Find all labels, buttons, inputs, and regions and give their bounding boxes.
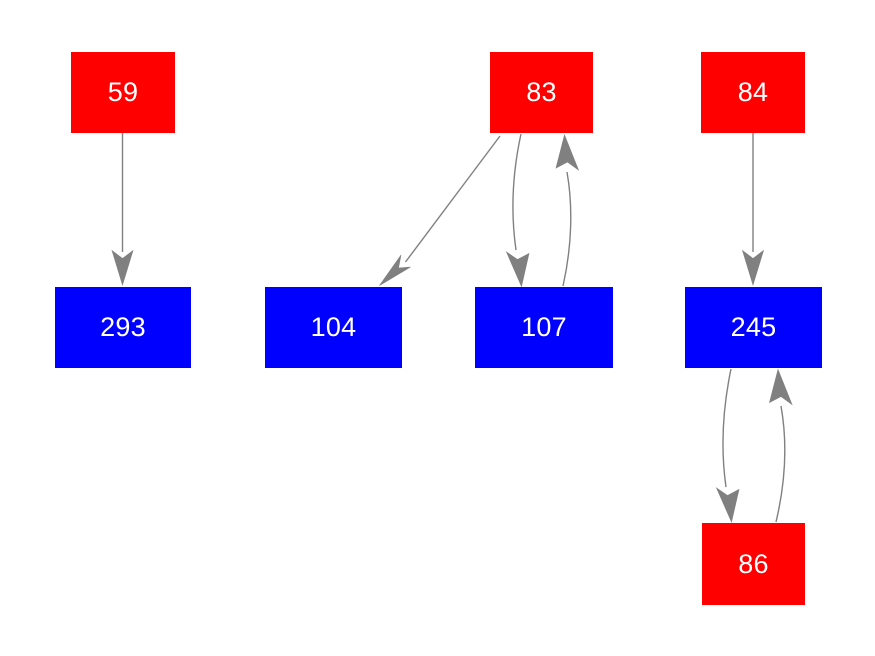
arrowhead-icon bbox=[555, 134, 580, 171]
edge-line bbox=[775, 405, 786, 523]
edge-107-to-83 bbox=[555, 134, 580, 287]
edge-59-to-293 bbox=[111, 133, 134, 287]
edge-83-to-107 bbox=[505, 133, 530, 288]
node-label: 86 bbox=[738, 548, 769, 579]
arrowhead-icon bbox=[769, 368, 793, 406]
node-label: 293 bbox=[100, 312, 146, 342]
graph-node-293[interactable]: 293 bbox=[55, 287, 191, 368]
arrowhead-icon bbox=[715, 487, 740, 523]
node-label: 83 bbox=[526, 77, 557, 107]
graph-node-107[interactable]: 107 bbox=[475, 287, 613, 368]
graph-node-59[interactable]: 59 bbox=[71, 52, 175, 133]
node-label: 59 bbox=[107, 77, 139, 107]
arrowhead-icon bbox=[379, 254, 411, 286]
arrowhead-icon bbox=[111, 249, 134, 287]
graph-node-83[interactable]: 83 bbox=[490, 52, 593, 133]
node-label: 245 bbox=[730, 312, 777, 342]
node-label: 107 bbox=[521, 312, 567, 342]
node-label: 84 bbox=[737, 77, 769, 107]
graph-node-104[interactable]: 104 bbox=[265, 287, 402, 368]
graph-node-84[interactable]: 84 bbox=[701, 52, 805, 133]
graph-node-86[interactable]: 86 bbox=[702, 523, 805, 605]
edge-line bbox=[512, 133, 522, 251]
edge-86-to-245 bbox=[769, 368, 793, 523]
edge-84-to-245 bbox=[741, 133, 765, 287]
graph-node-245[interactable]: 245 bbox=[685, 287, 822, 368]
edge-line bbox=[562, 171, 572, 287]
edge-line bbox=[722, 368, 732, 488]
edge-83-to-104 bbox=[379, 135, 501, 286]
node-label: 104 bbox=[310, 312, 357, 342]
arrowhead-icon bbox=[505, 251, 530, 288]
arrowhead-icon bbox=[741, 249, 765, 287]
edge-245-to-86 bbox=[715, 368, 740, 523]
edge-line bbox=[404, 135, 501, 263]
